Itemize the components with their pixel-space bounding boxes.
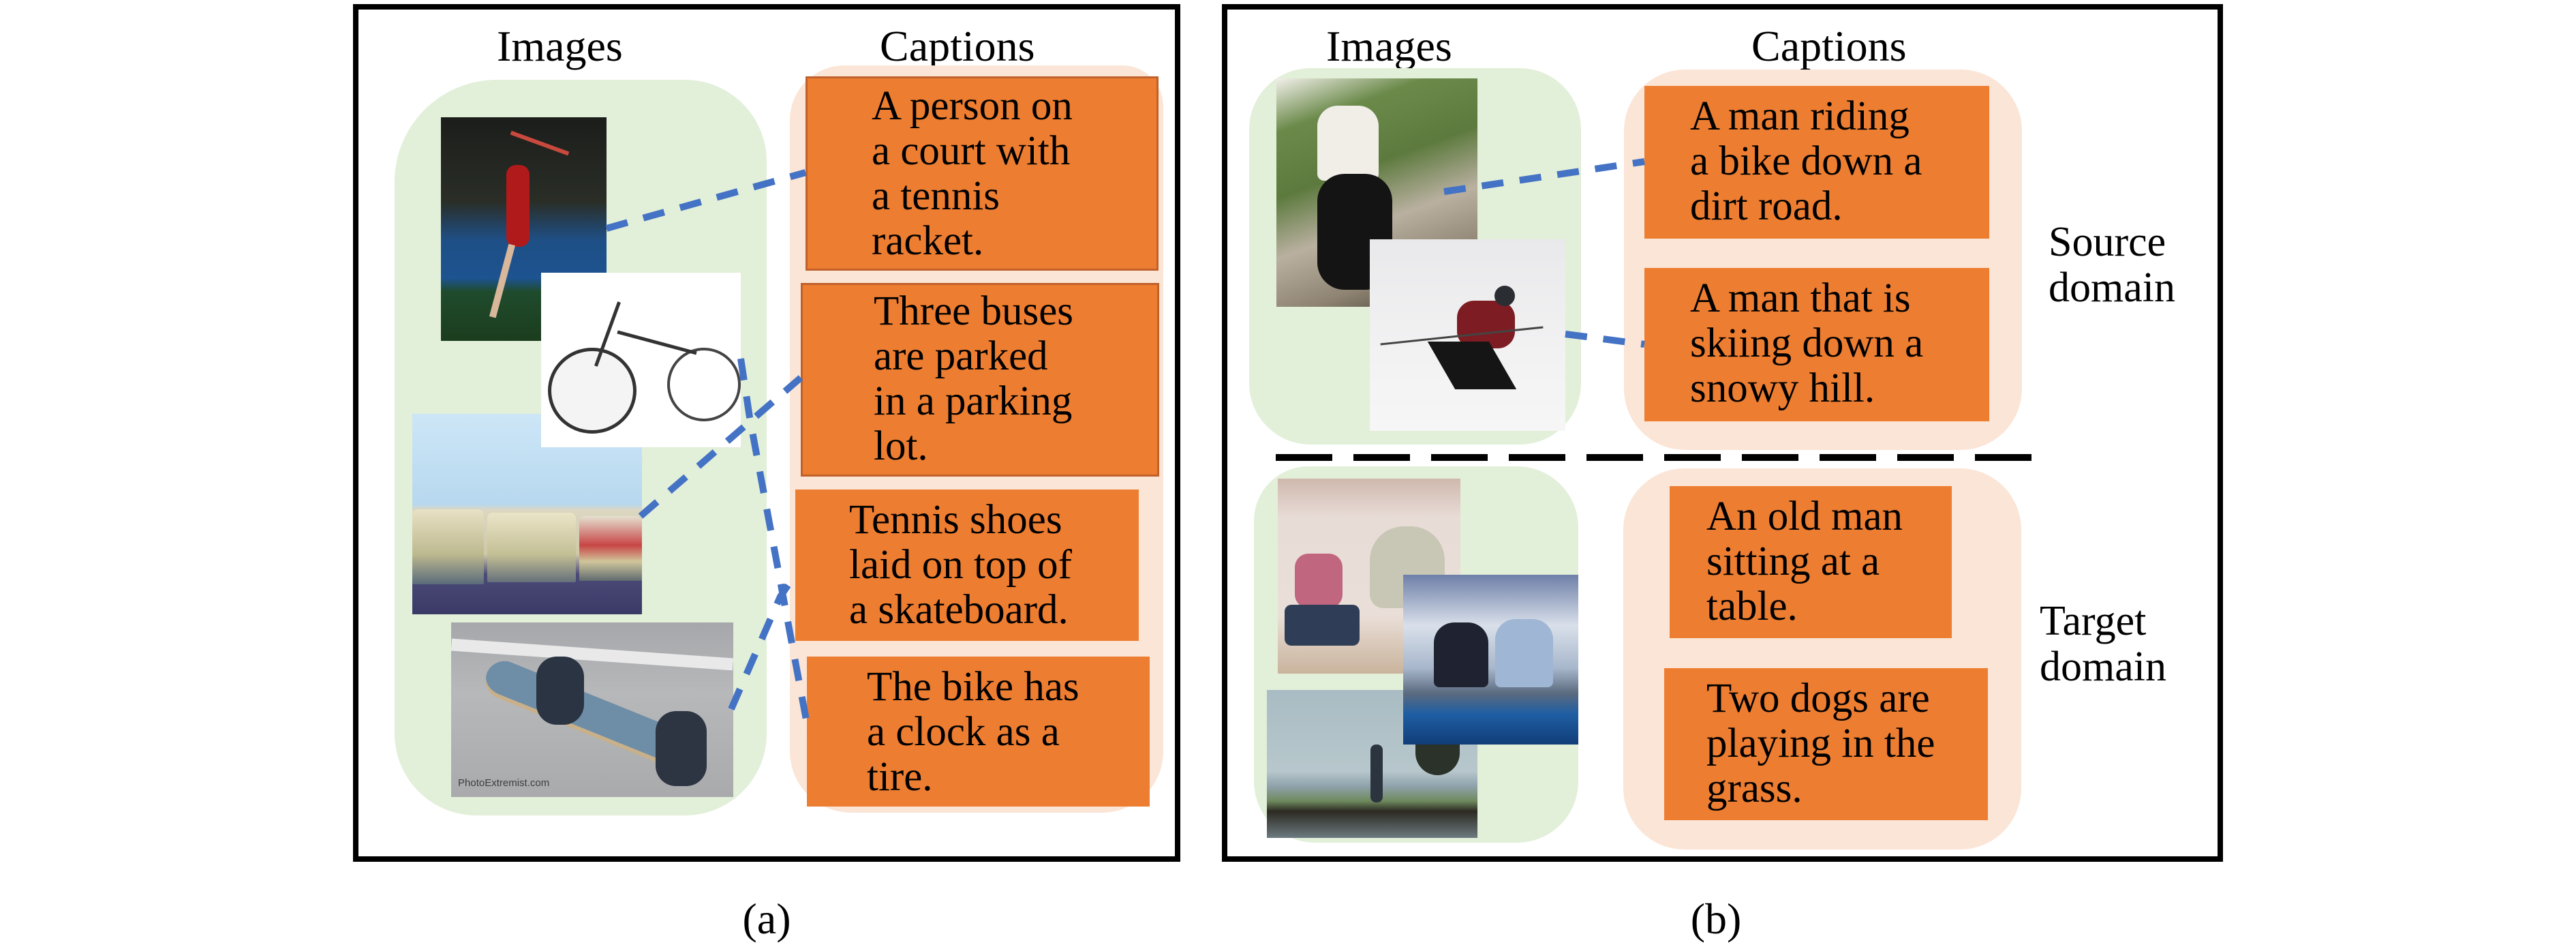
caption-box: Three buses are parked in a parking lot. (801, 283, 1159, 477)
panel-a-images-heading: Images (497, 22, 623, 70)
photo-bike-clock (541, 273, 741, 447)
link-bike-clock-caption (737, 358, 812, 735)
skier-jacket (1457, 301, 1515, 348)
caption-text: Tennis shoes laid on top of a skateboard… (849, 497, 1072, 633)
caption-box: A person on a court with a tennis racket… (806, 76, 1159, 271)
caption-box: An old man sitting at a table. (1670, 486, 1952, 638)
bus-2 (487, 513, 576, 582)
caption-text: A person on a court with a tennis racket… (872, 83, 1073, 264)
panel-a-label: (a) (742, 895, 791, 943)
shoe-right (656, 711, 707, 786)
caption-text: Two dogs are playing in the grass. (1706, 676, 1935, 811)
panel-a-captions-heading: Captions (880, 22, 1035, 70)
link-skier-caption (1565, 331, 1645, 348)
rafter-woman (1495, 619, 1553, 687)
rafter-man (1434, 622, 1488, 687)
clock-wheel (548, 348, 637, 434)
person-pink-legs (1285, 605, 1360, 646)
photo-buses (412, 414, 642, 614)
photo-skateboard: PhotoExtremist.com (451, 622, 733, 797)
link-motorbike-caption (1443, 158, 1645, 195)
caption-text: Three buses are parked in a parking lot. (874, 288, 1074, 469)
tennis-player-figure (506, 165, 530, 247)
panel-b-label: (b) (1690, 895, 1742, 943)
caption-box: Two dogs are playing in the grass. (1664, 668, 1988, 820)
bus-1 (412, 509, 484, 584)
caption-box: A man that is skiing down a snowy hill. (1644, 268, 1989, 421)
target-domain-label: Target domain (2040, 598, 2166, 690)
rider (1317, 106, 1379, 181)
bus-3 (579, 516, 642, 581)
caption-text: A man that is skiing down a snowy hill. (1690, 275, 1924, 411)
caption-text: The bike has a clock as a tire. (867, 664, 1079, 800)
bike-wheel (667, 348, 741, 421)
shoe-left (536, 657, 584, 725)
heron-bird (1370, 745, 1383, 802)
source-domain-label: Source domain (2049, 219, 2175, 311)
photo-watermark: PhotoExtremist.com (458, 777, 550, 789)
caption-box: The bike has a clock as a tire. (807, 657, 1150, 807)
link-tennis-caption (605, 169, 807, 232)
caption-box: Tennis shoes laid on top of a skateboard… (795, 490, 1139, 641)
photo-rafting (1403, 575, 1578, 745)
caption-box: A man riding a bike down a dirt road. (1644, 86, 1989, 239)
caption-text: A man riding a bike down a dirt road. (1690, 93, 1922, 229)
link-buses-caption (638, 375, 803, 519)
panel-b-captions-heading: Captions (1751, 22, 1907, 70)
person-pink (1295, 554, 1343, 608)
panel-b-images-heading: Images (1326, 22, 1452, 70)
skier-helmet (1494, 286, 1515, 306)
caption-text: An old man sitting at a table. (1706, 494, 1903, 629)
photo-skier (1370, 239, 1565, 431)
